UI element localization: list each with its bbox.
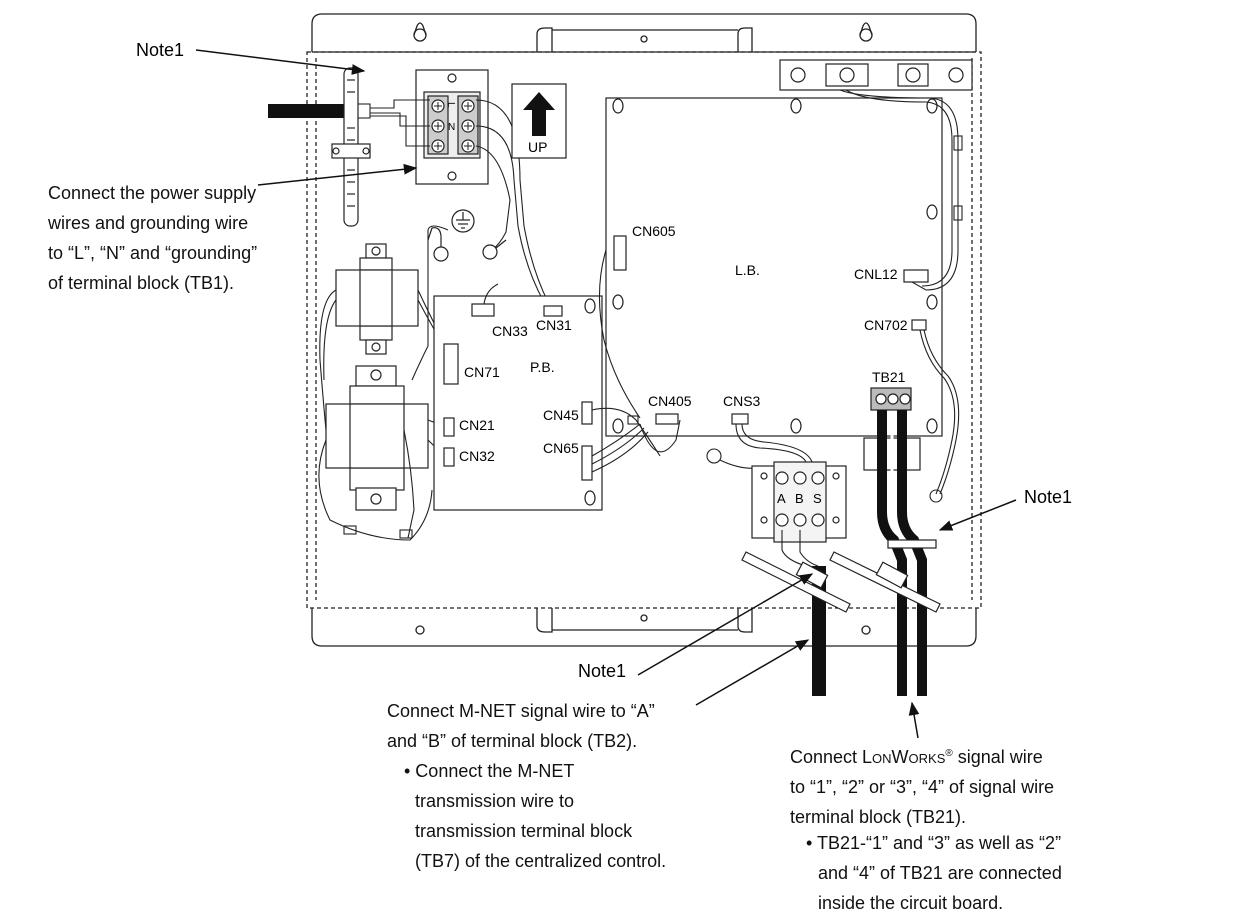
lonworks-instructions: Connect LonWorks® signal wire to “1”, “2…: [790, 739, 1054, 832]
lonworks-rest: signal wire: [952, 747, 1043, 767]
lonworks-bullet-line-2: and “4” of TB21 are connected: [818, 863, 1062, 883]
tb1-wiring: [370, 99, 549, 303]
pb-label: P.B.: [530, 359, 555, 375]
leader-lines: [195, 49, 1017, 739]
cn65-label: CN65: [543, 440, 579, 456]
lonworks-line-3: terminal block (TB21).: [790, 807, 967, 827]
cn405-label: CN405: [648, 393, 692, 409]
lb-label: L.B.: [735, 262, 760, 278]
up-label: UP: [528, 139, 547, 155]
tb2-b-label: B: [795, 491, 804, 506]
power-line-4: of terminal block (TB1).: [48, 273, 235, 293]
mnet-bullet-line-4: (TB7) of the centralized control.: [415, 851, 667, 871]
cn71-label: CN71: [464, 364, 500, 380]
cns3-wiring: [706, 423, 813, 469]
ground-symbol-icon: [451, 209, 475, 233]
pb-board: [433, 295, 603, 511]
note1-right: Note1: [1024, 487, 1072, 507]
mnet-bullet-line-3: transmission terminal block: [415, 821, 633, 841]
note1-top: Note1: [136, 40, 184, 60]
lb-right-wiring: [839, 89, 963, 503]
cnl12-label: CNL12: [854, 266, 898, 282]
power-line-2: wires and grounding wire: [48, 213, 249, 233]
registered-mark: ®: [945, 748, 953, 759]
cn31-label: CN31: [536, 317, 572, 333]
lonworks-bullet-line-3: inside the circuit board.: [818, 893, 1004, 913]
enclosure-outline: [306, 13, 982, 647]
ground-lugs: [427, 227, 507, 262]
mnet-instructions: Connect M-NET signal wire to “A” and “B”…: [387, 696, 655, 756]
terminal-block-tb2: [751, 461, 847, 543]
tb21-label: TB21: [872, 369, 906, 385]
cable-tie-left: [331, 67, 371, 227]
tb1-l-label: L: [445, 102, 456, 108]
mnet-line-1: Connect M-NET signal wire to “A”: [387, 701, 655, 721]
tb2-s-label: S: [813, 491, 822, 506]
mnet-cable: [781, 530, 826, 696]
note1-mid: Note1: [578, 661, 626, 681]
lonworks-bullet: • TB21-“1” and “3” as well as “2” and “4…: [806, 828, 1062, 918]
tb1-n-label: N: [448, 122, 455, 133]
top-clamp-strip: [779, 59, 973, 91]
up-arrow-marker: [511, 83, 567, 159]
mnet-bullet-line-2: transmission wire to: [415, 791, 575, 811]
cn21-label: CN21: [459, 417, 495, 433]
mnet-line-2: and “B” of terminal block (TB2).: [387, 731, 638, 751]
power-cable: [268, 103, 371, 119]
cn33-label: CN33: [492, 323, 528, 339]
tb2-a-label: A: [777, 491, 786, 506]
mnet-bullet: • Connect the M-NET transmission wire to…: [404, 756, 666, 876]
lonworks-prefix: Connect: [790, 747, 863, 767]
lonworks-brand: LonWorks: [862, 747, 946, 767]
lonworks-line-1: Connect LonWorks® signal wire: [790, 739, 1054, 772]
lonworks-bullet-line-1: • TB21-“1” and “3” as well as “2”: [806, 833, 1062, 853]
mnet-bullet-line-1: • Connect the M-NET: [404, 761, 575, 781]
power-supply-instructions: Connect the power supply wires and groun…: [48, 178, 257, 298]
cn702-label: CN702: [864, 317, 908, 333]
transformers: [325, 243, 429, 511]
cn45-label: CN45: [543, 407, 579, 423]
lb-connectors: [655, 413, 749, 425]
terminal-block-tb1: [415, 69, 489, 185]
cns3-label: CNS3: [723, 393, 761, 409]
pb-lb-wiring: [483, 249, 681, 473]
power-line-1: Connect the power supply: [48, 183, 257, 203]
power-line-3: to “L”, “N” and “grounding”: [48, 243, 258, 263]
cn32-label: CN32: [459, 448, 495, 464]
cn605-label: CN605: [632, 223, 676, 239]
cable-tie-lonworks: [829, 539, 941, 613]
lb-board: [605, 97, 943, 437]
lonworks-line-2: to “1”, “2” or “3”, “4” of signal wire: [790, 777, 1055, 797]
